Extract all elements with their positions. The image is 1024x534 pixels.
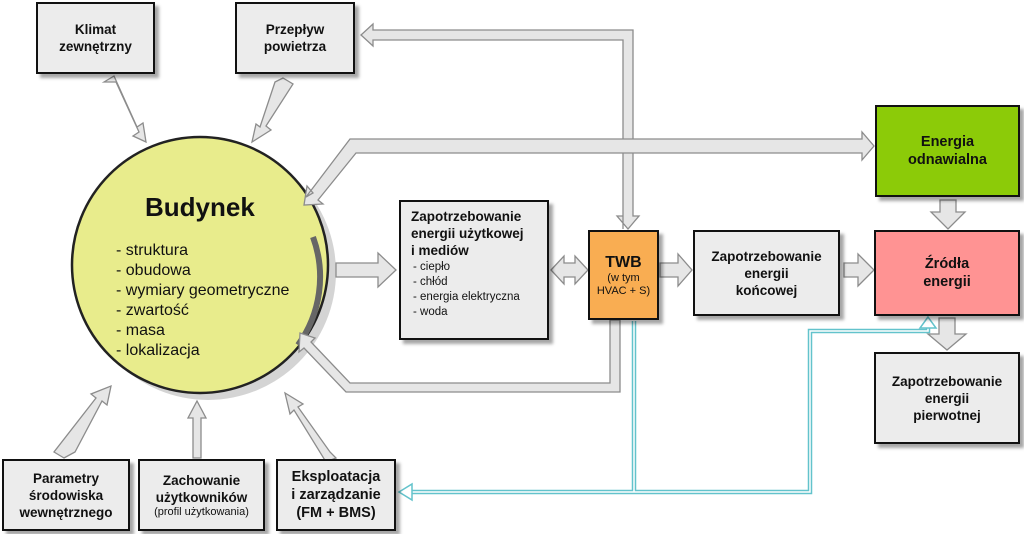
building-circle [70, 135, 330, 395]
arrow-twb-to-final [659, 252, 693, 288]
final-energy-label: Zapotrzebowanie energii końcowej [711, 248, 822, 298]
user-behavior-title: Zachowanie użytkowników [155, 472, 248, 505]
airflow-label: Przepływ powietrza [263, 22, 327, 54]
arrow-renewable-to-sources [929, 199, 967, 230]
demand-item: - ciepło [413, 261, 451, 273]
arrow-airflow-to-building [251, 77, 294, 144]
building-attribute: - obudowa [116, 262, 191, 279]
renewable-energy-label: Energia odnawialna [908, 134, 987, 168]
twb-title: TWB [605, 253, 642, 271]
final-energy-box: Zapotrzebowanie energii końcowej [693, 230, 840, 316]
renewable-energy-box: Energia odnawialna [875, 105, 1020, 197]
building-attribute: - wymiary geometryczne [116, 282, 290, 299]
primary-energy-box: Zapotrzebowanie energii pierwotnej [874, 352, 1020, 444]
control-arrowhead-operation [397, 482, 413, 502]
building-attribute: - masa [116, 322, 165, 339]
primary-energy-label: Zapotrzebowanie energii pierwotnej [891, 373, 1003, 423]
arrow-twb-to-building [298, 319, 621, 393]
building-mass-arc [295, 235, 324, 347]
arrow-building-renewable [303, 130, 875, 206]
useful-energy-demand-box: Zapotrzebowanie energii użytkowej i medi… [399, 200, 549, 340]
arrow-operation-to-building [284, 391, 338, 463]
indoor-parameters-box: Parametry środowiska wewnętrznego [2, 459, 130, 531]
building-attribute: - lokalizacja [116, 342, 200, 359]
demand-item: - chłód [413, 276, 448, 288]
control-arrowhead-sources [918, 315, 938, 329]
airflow-box: Przepływ powietrza [235, 2, 355, 74]
arrow-building-to-demand [335, 251, 397, 289]
arrow-behavior-to-building [186, 399, 208, 459]
indoor-parameters-label: Parametry środowiska wewnętrznego [19, 470, 113, 520]
building-attribute: - zwartość [116, 302, 189, 319]
arrow-demand-twb [550, 254, 589, 286]
operation-management-label: Eksploatacja i zarządzanie (FM + BMS) [291, 469, 381, 521]
energy-sources-label: Źródła energii [923, 256, 971, 290]
demand-item: - woda [413, 306, 448, 318]
operation-management-box: Eksploatacja i zarządzanie (FM + BMS) [276, 459, 396, 531]
climate-box: Klimat zewnętrzny [36, 2, 155, 74]
useful-energy-demand-title: Zapotrzebowanie energii użytkowej i medi… [411, 209, 524, 258]
useful-energy-demand-list: - ciepło - chłód - energia elektryczna -… [413, 260, 520, 320]
arrow-sources-to-primary [926, 317, 968, 351]
twb-subtitle: (w tym HVAC + S) [596, 271, 651, 297]
building-title: Budynek [145, 192, 255, 222]
arrow-final-to-sources [843, 252, 875, 288]
user-behavior-subtitle: (profil użytkowania) [154, 505, 249, 518]
building-attribute-list: - struktura - obudowa - wymiary geometry… [116, 241, 289, 361]
user-behavior-box: Zachowanie użytkowników (profil użytkowa… [138, 459, 265, 531]
building-attribute: - struktura [116, 242, 189, 259]
arrow-indoor-to-building [53, 384, 112, 459]
demand-item: - energia elektryczna [413, 291, 520, 303]
arrow-climate-to-building [101, 75, 147, 144]
climate-label: Klimat zewnętrzny [59, 22, 132, 54]
energy-sources-box: Źródła energii [874, 230, 1020, 316]
arrow-twb-to-airflow [360, 22, 641, 231]
twb-box: TWB (w tym HVAC + S) [588, 230, 659, 320]
